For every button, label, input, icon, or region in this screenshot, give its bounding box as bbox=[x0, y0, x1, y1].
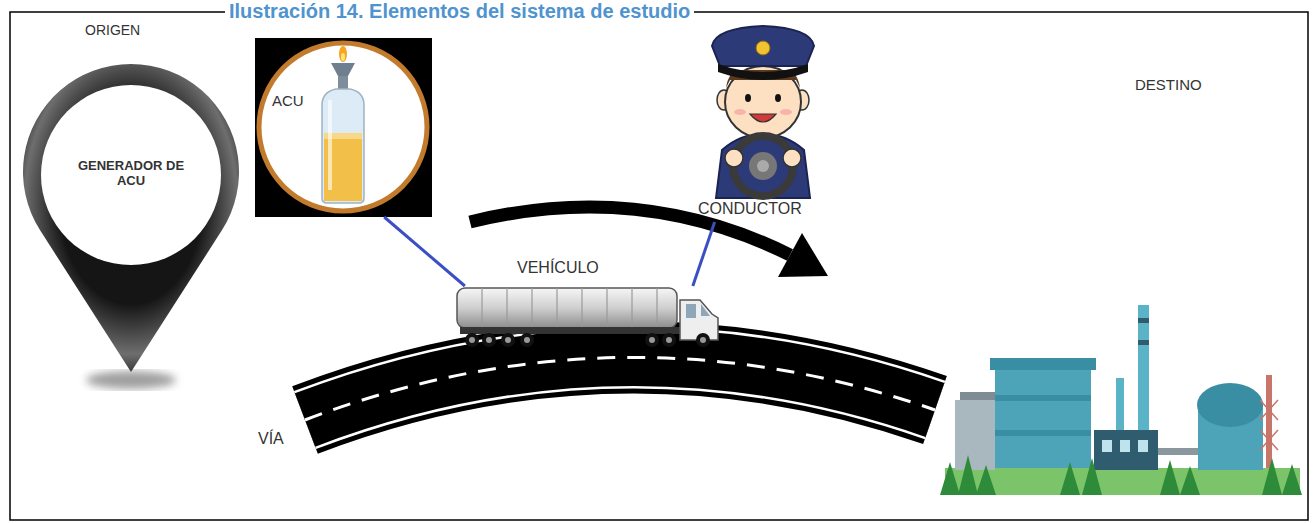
flow-arrow bbox=[470, 207, 828, 277]
tanker-truck bbox=[505, 337, 511, 343]
tanker-truck bbox=[457, 288, 718, 347]
acu-bottle bbox=[322, 89, 364, 203]
factory bbox=[940, 455, 1302, 495]
factory bbox=[945, 468, 1300, 495]
connector-line bbox=[384, 217, 465, 286]
driver-figure bbox=[783, 149, 801, 167]
origin-pin: ORIGEN GENERADOR DE ACU bbox=[20, 18, 245, 398]
road bbox=[305, 357, 935, 420]
origin-pin bbox=[86, 371, 176, 389]
acu-bottle bbox=[338, 76, 348, 89]
driver-figure bbox=[725, 149, 743, 167]
node-label: VEHÍCULO bbox=[517, 259, 599, 277]
road bbox=[305, 357, 935, 420]
origin-pin bbox=[23, 64, 239, 372]
tanker-truck bbox=[700, 337, 706, 343]
tanker-truck bbox=[680, 300, 718, 340]
tanker-truck bbox=[696, 333, 710, 347]
acu-badge: ACU bbox=[255, 38, 432, 217]
tanker-truck bbox=[520, 333, 534, 347]
driver-figure bbox=[712, 26, 814, 66]
acu-bottle bbox=[331, 63, 355, 76]
acu-bottle bbox=[339, 46, 347, 62]
acu-bottle bbox=[341, 53, 345, 61]
factory bbox=[1138, 318, 1149, 323]
factory bbox=[1138, 440, 1148, 452]
tanker-truck bbox=[649, 337, 655, 343]
acu-bottle bbox=[328, 100, 332, 190]
road-node: VÍA bbox=[250, 300, 940, 465]
road bbox=[305, 357, 935, 420]
tanker-truck bbox=[666, 337, 672, 343]
factory bbox=[1197, 383, 1263, 427]
driver-node: CONDUCTOR bbox=[690, 25, 835, 222]
tanker-truck bbox=[460, 327, 716, 334]
origin-pin bbox=[41, 85, 221, 265]
factory bbox=[995, 370, 1091, 468]
driver-figure bbox=[734, 109, 746, 115]
connector-line bbox=[693, 222, 715, 286]
tanker-truck bbox=[486, 337, 492, 343]
factory bbox=[1158, 448, 1198, 455]
destination-node: DESTINO bbox=[935, 70, 1305, 500]
flow-arrow bbox=[778, 233, 828, 277]
tanker-truck bbox=[457, 288, 677, 328]
factory bbox=[1120, 440, 1130, 452]
vehicle-node: VEHÍCULO bbox=[457, 286, 719, 346]
factory bbox=[1102, 440, 1112, 452]
tanker-truck bbox=[524, 337, 530, 343]
tanker-truck bbox=[686, 304, 696, 318]
driver-figure bbox=[775, 94, 781, 102]
factory bbox=[955, 400, 995, 470]
road bbox=[305, 357, 935, 420]
frame bbox=[10, 12, 1308, 520]
node-heading: ORIGEN bbox=[85, 22, 140, 38]
node-label: ACU bbox=[272, 92, 304, 109]
driver-figure bbox=[745, 94, 751, 102]
factory bbox=[940, 305, 1302, 495]
tanker-truck bbox=[662, 333, 676, 347]
tanker-truck bbox=[501, 333, 515, 347]
figure-title: Ilustración 14. Elementos del sistema de… bbox=[225, 0, 694, 23]
factory bbox=[1094, 430, 1158, 470]
factory bbox=[1138, 340, 1149, 345]
node-label: CONDUCTOR bbox=[698, 200, 802, 218]
driver-figure bbox=[718, 64, 808, 80]
factory bbox=[990, 358, 1096, 370]
factory bbox=[1266, 375, 1272, 468]
factory bbox=[995, 430, 1091, 436]
tanker-truck bbox=[645, 333, 659, 347]
factory bbox=[1116, 378, 1124, 433]
node-label: VÍA bbox=[258, 430, 284, 448]
driver-figure bbox=[750, 114, 776, 122]
driver-figure bbox=[757, 160, 769, 172]
tanker-truck bbox=[469, 337, 475, 343]
driver-figure bbox=[716, 134, 810, 198]
driver-figure bbox=[780, 109, 792, 115]
driver-figure bbox=[756, 41, 770, 55]
factory bbox=[995, 395, 1091, 401]
factory bbox=[1260, 400, 1278, 450]
tanker-truck bbox=[701, 304, 710, 316]
acu-bottle bbox=[255, 38, 432, 217]
driver-figure bbox=[749, 152, 777, 180]
tanker-truck bbox=[465, 333, 479, 347]
driver-figure bbox=[733, 136, 793, 196]
driver-figure bbox=[712, 26, 814, 198]
node-label: GENERADOR DE ACU bbox=[76, 159, 186, 189]
node-label: DESTINO bbox=[1135, 76, 1202, 93]
factory bbox=[1138, 305, 1149, 433]
road bbox=[305, 357, 935, 420]
acu-bottle bbox=[255, 38, 432, 217]
origin-pin bbox=[23, 64, 239, 389]
acu-bottle bbox=[259, 43, 427, 211]
tanker-truck bbox=[482, 288, 657, 328]
tanker-truck bbox=[482, 333, 496, 347]
